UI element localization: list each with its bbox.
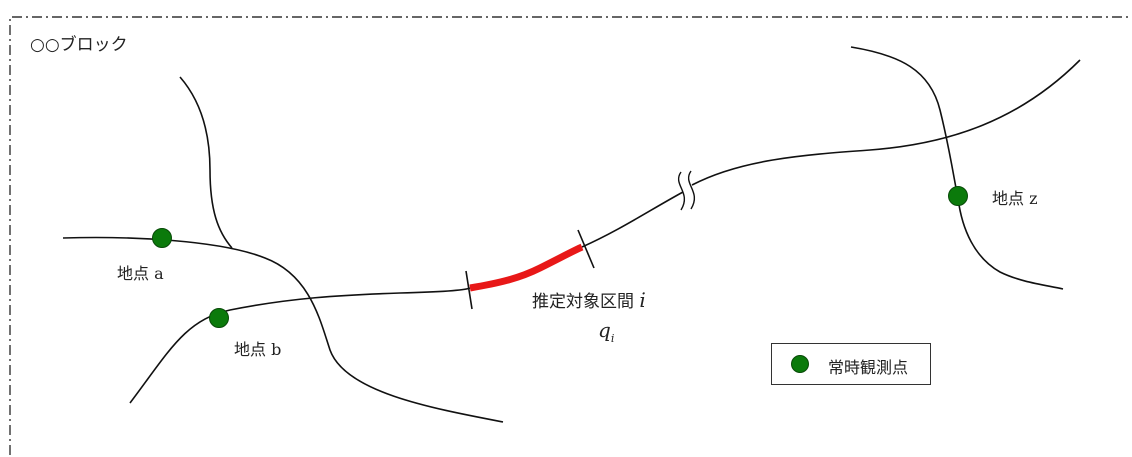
road-main	[129, 287, 471, 404]
road-main-far-east	[691, 59, 1081, 186]
road-north-east	[850, 46, 1064, 290]
point-a-label: 地点 a	[117, 264, 164, 283]
legend: 常時観測点	[771, 343, 931, 385]
observation-point-b	[209, 308, 229, 328]
target-section-label: 推定対象区間 i	[532, 287, 646, 312]
observation-point-a	[152, 228, 172, 248]
target-section-text: 推定対象区間	[532, 292, 634, 312]
legend-label: 常時観測点	[828, 358, 909, 377]
block-title: ○○ブロック	[30, 35, 128, 55]
point-z-label: 地点 z	[992, 189, 1038, 208]
legend-point-icon	[791, 355, 809, 373]
target-section-var: i	[639, 288, 646, 312]
flow-symbol: qi	[598, 318, 614, 345]
flow-symbol-sub: i	[610, 332, 615, 345]
target-section-tick-end	[577, 229, 595, 269]
flow-symbol-q: q	[598, 318, 611, 342]
block-border	[9, 16, 1132, 455]
target-section-line	[469, 243, 584, 292]
target-section-tick-start	[465, 270, 473, 310]
observation-point-z	[948, 186, 968, 206]
point-b-label: 地点 b	[234, 340, 282, 359]
road-main-east	[581, 191, 684, 248]
break-mark	[678, 170, 696, 211]
road-north-west	[179, 76, 233, 249]
